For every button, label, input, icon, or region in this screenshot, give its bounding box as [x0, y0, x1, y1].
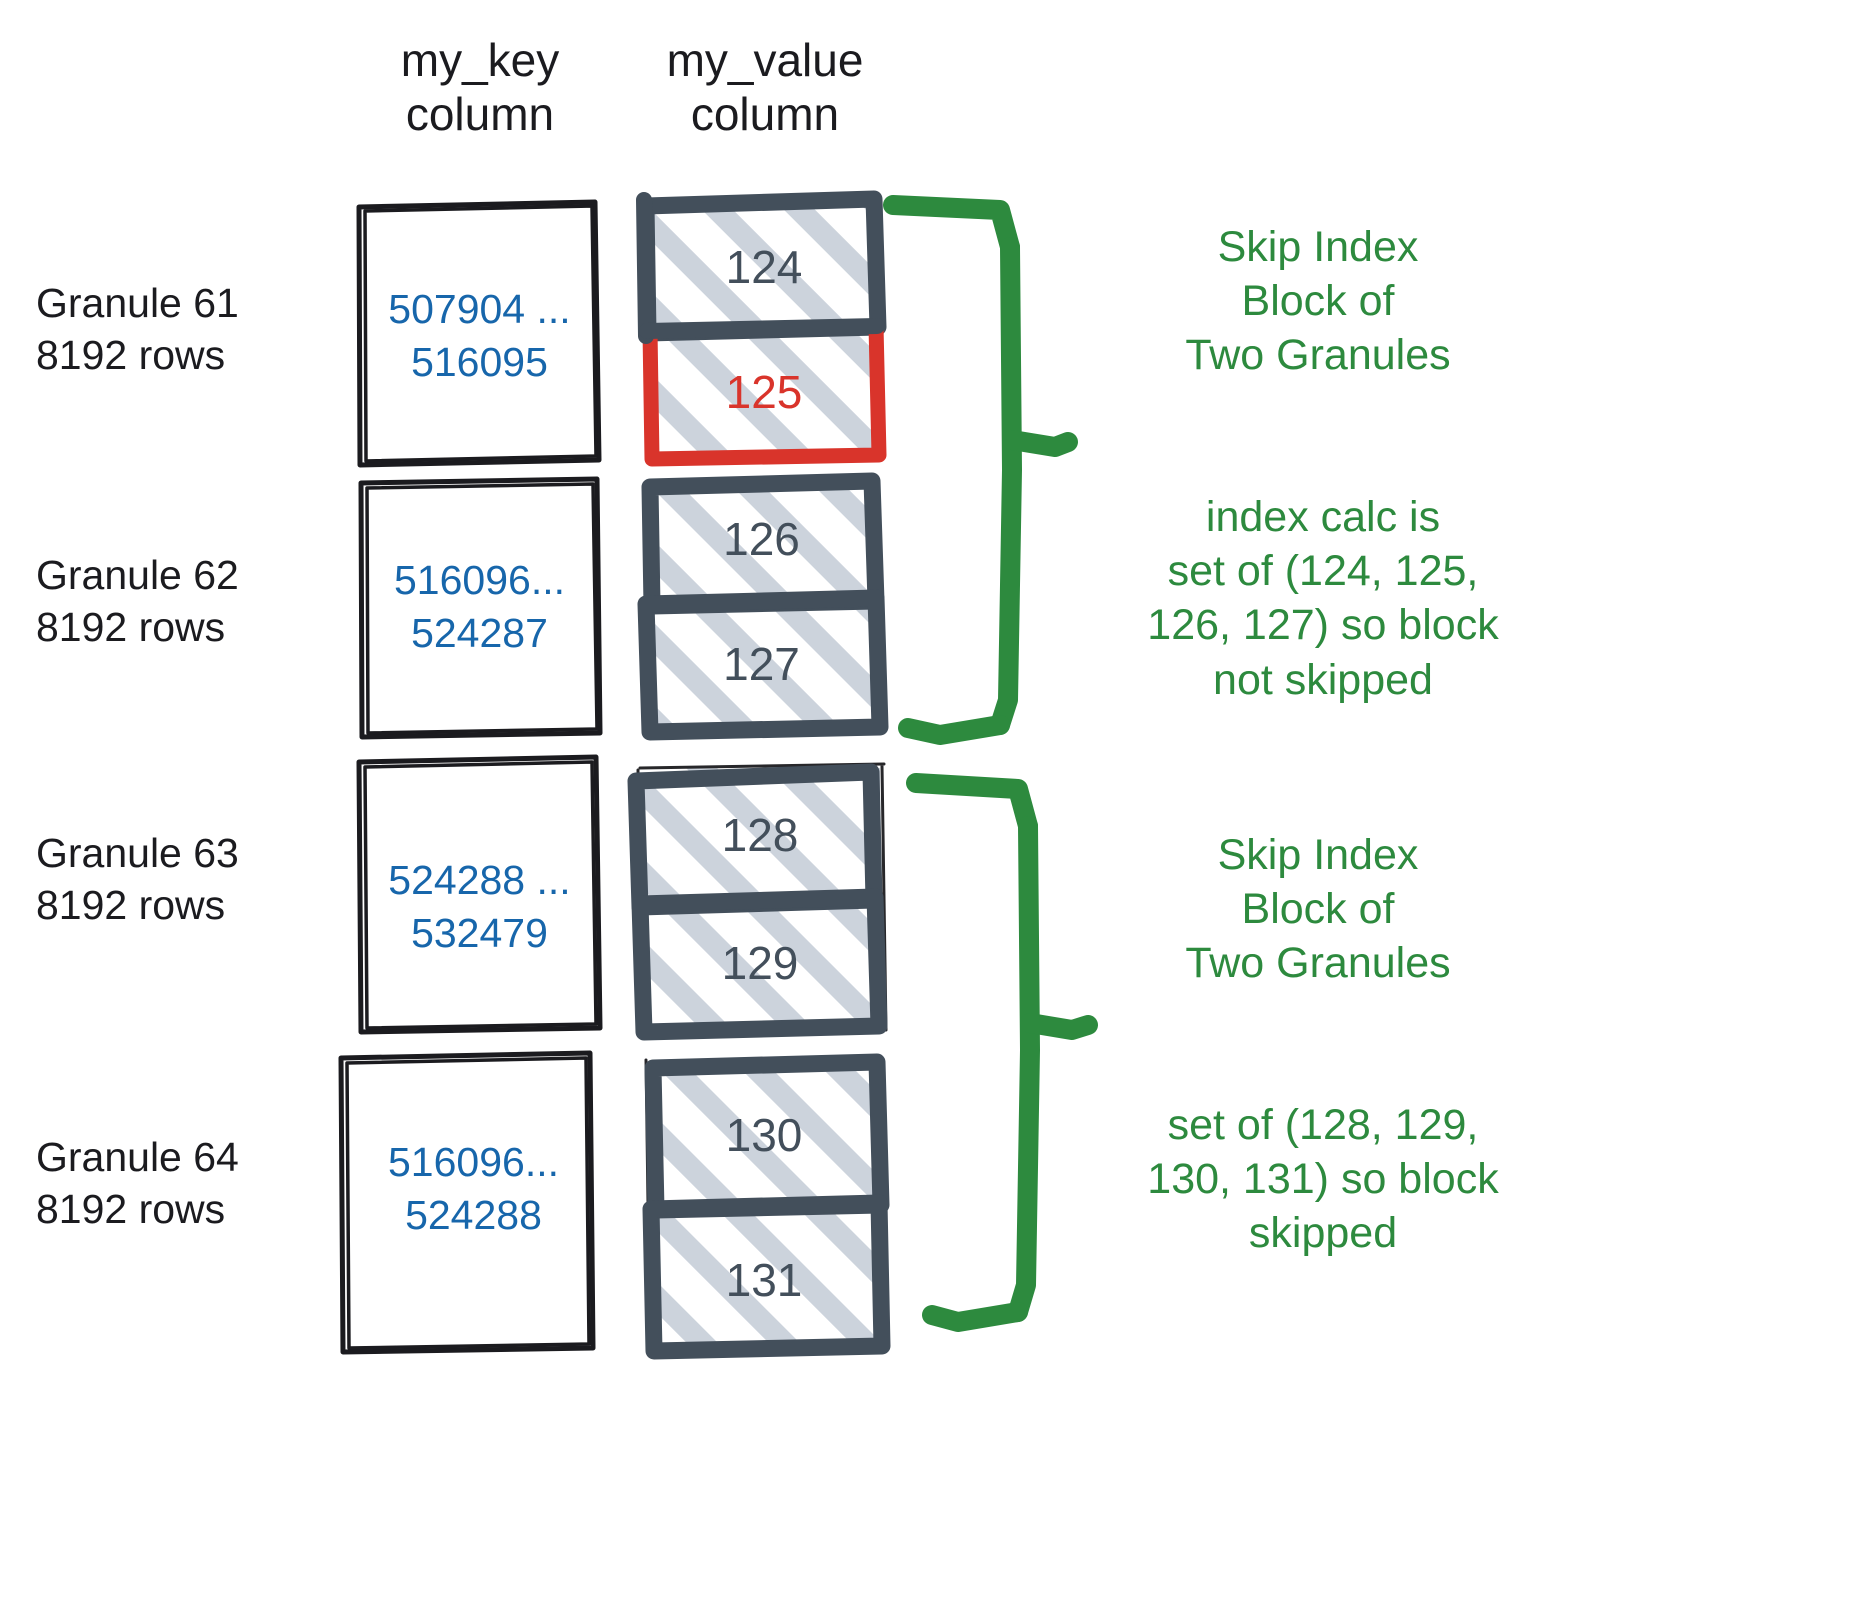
value-cell-124: 124: [725, 241, 803, 293]
annotation-skip-index-block-2: Skip Index Block of Two Granules: [1185, 831, 1451, 988]
annotation-skip-index-block-1: Skip Index Block of Two Granules: [1185, 223, 1451, 380]
value-cell-129: 129: [721, 937, 799, 989]
bracket-block-2: [906, 773, 1098, 1332]
key-range-granule-61: 507904 ... 516095: [388, 286, 571, 386]
key-range-granule-64: 516096... 524288: [388, 1139, 559, 1239]
key-range-granule-62: 516096... 524287: [394, 557, 565, 657]
header-my-value-column: my_value column: [666, 34, 864, 141]
granule-label-62: Granule 62 8192 rows: [36, 552, 239, 651]
granule-label-64: Granule 64 8192 rows: [36, 1134, 239, 1233]
granule-label-61: Granule 61 8192 rows: [36, 280, 239, 379]
annotation-set-of-skipped: set of (128, 129, 130, 131) so block ski…: [1147, 1101, 1499, 1258]
value-cell-128: 128: [721, 809, 799, 861]
value-cell-125: 125: [725, 366, 803, 418]
value-cell-130: 130: [725, 1109, 803, 1161]
value-cell-126: 126: [723, 513, 800, 565]
value-cell-131: 131: [725, 1254, 803, 1306]
value-cell-127: 127: [723, 638, 800, 690]
granule-label-63: Granule 63 8192 rows: [36, 830, 239, 929]
header-my-key-column: my_key column: [400, 34, 560, 141]
annotation-index-calc-not-skipped: index calc is set of (124, 125, 126, 127…: [1147, 493, 1499, 704]
key-range-granule-63: 524288 ... 532479: [388, 857, 571, 957]
bracket-block-1: [883, 195, 1078, 745]
